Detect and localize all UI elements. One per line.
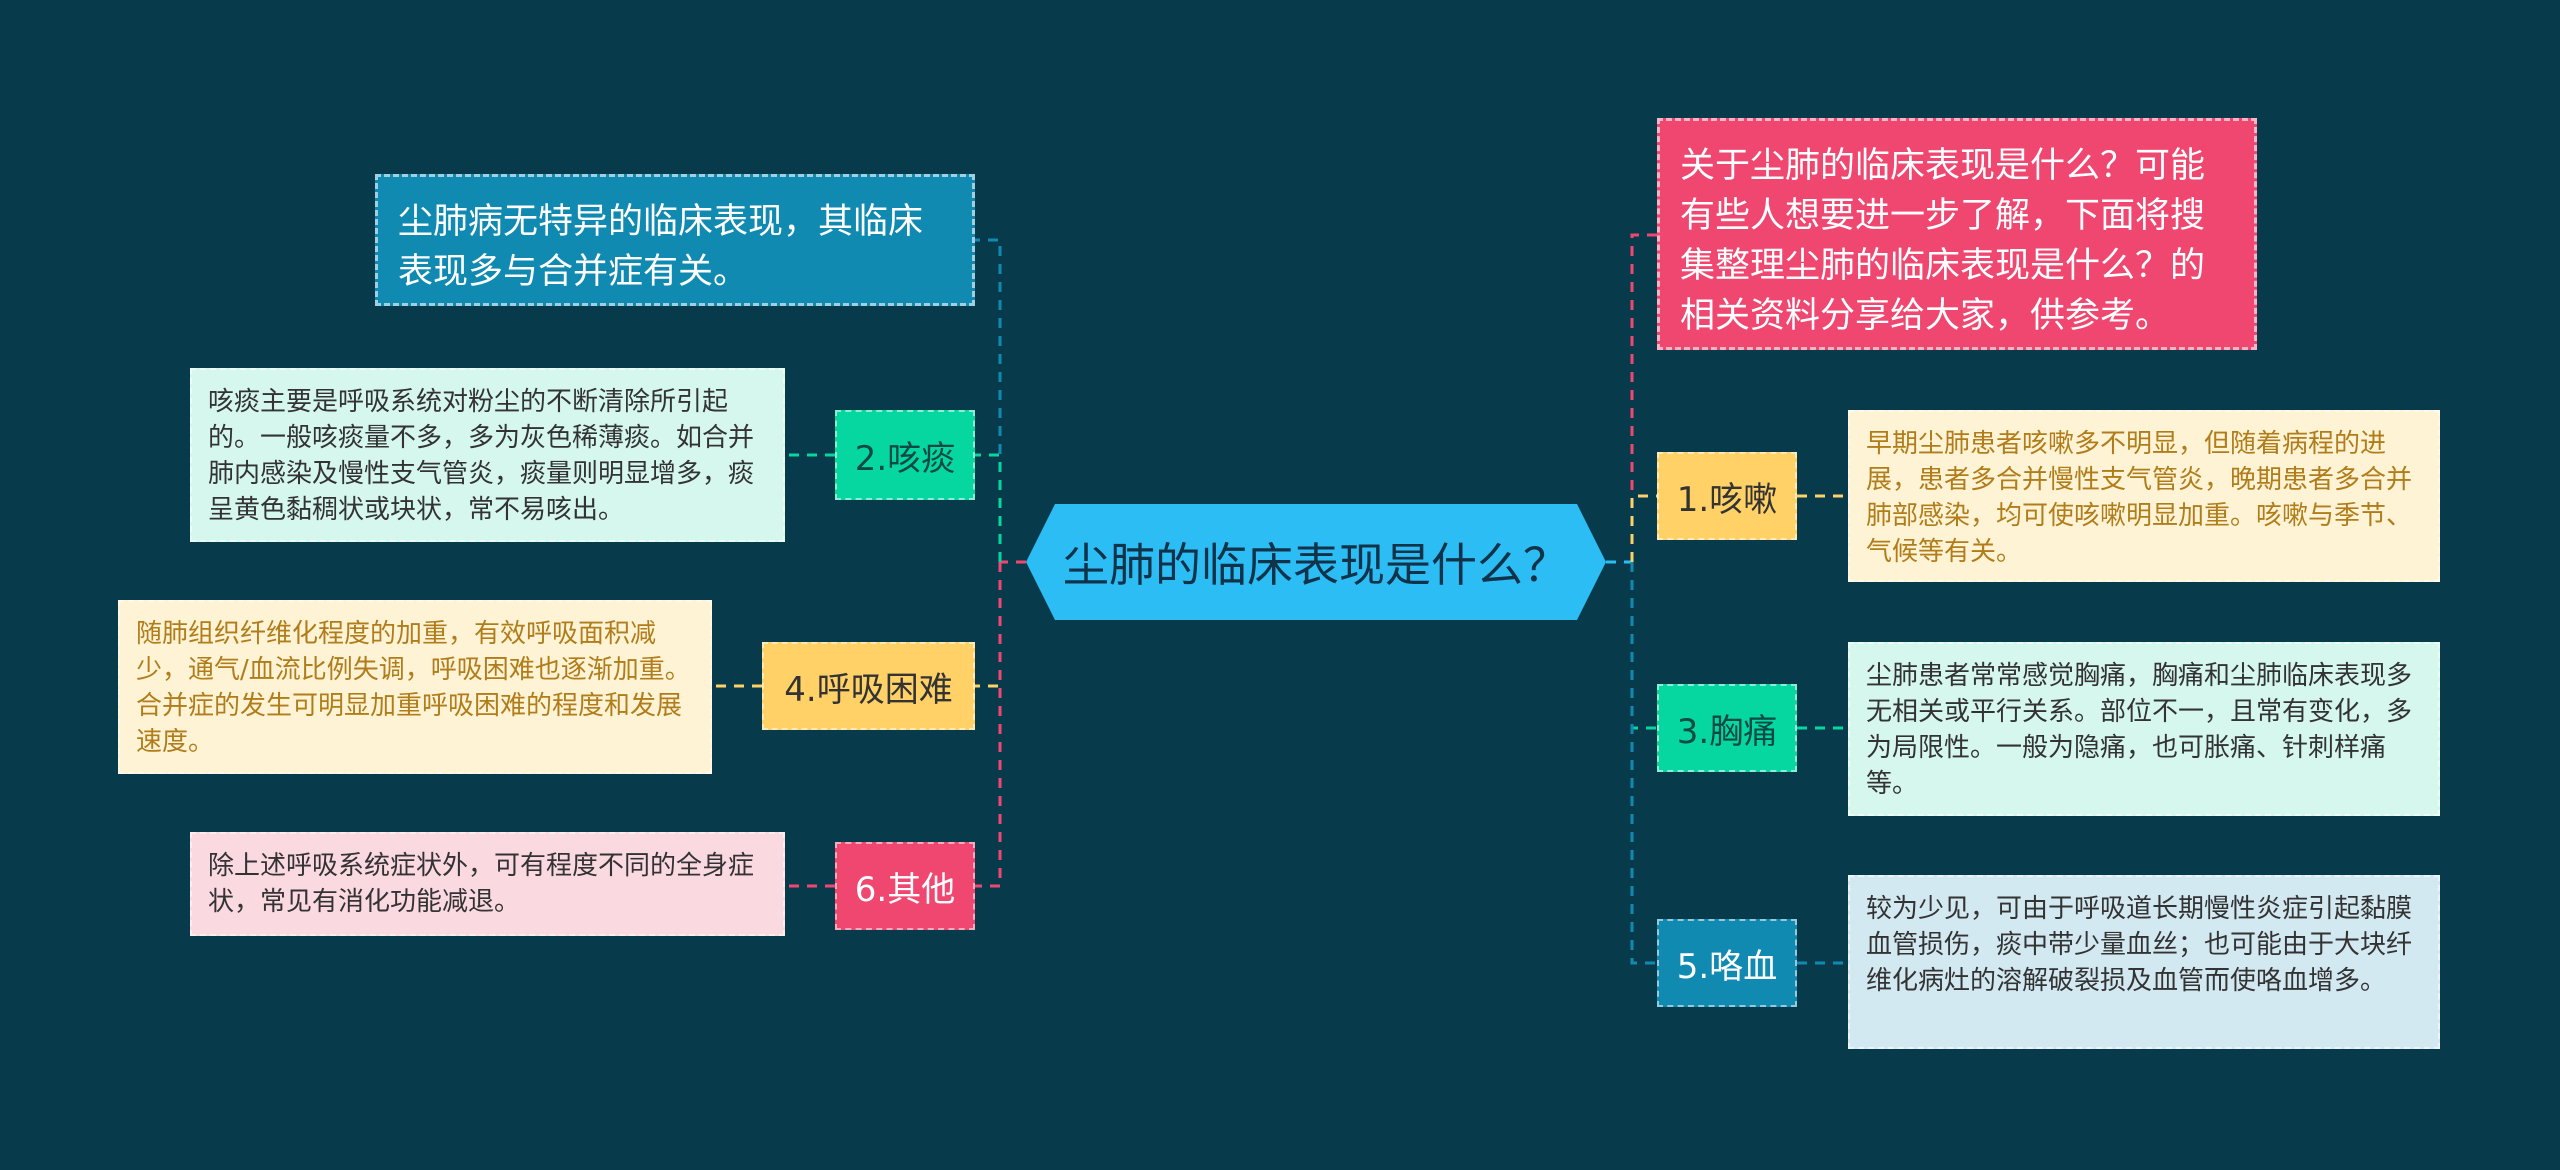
summary-note: 尘肺病无特异的临床表现，其临床表现多与合并症有关。 (375, 174, 975, 306)
branch-note-hemoptysis: 较为少见，可由于呼吸道长期慢性炎症引起黏膜血管损伤，痰中带少量血丝；也可能由于大… (1848, 875, 2440, 1049)
branch-note-other: 除上述呼吸系统症状外，可有程度不同的全身症状，常见有消化功能减退。 (190, 832, 785, 936)
branch-label-other[interactable]: 6.其他 (835, 842, 975, 930)
branch-label-dyspnea[interactable]: 4.呼吸困难 (762, 642, 975, 730)
branch-label-chest-pain[interactable]: 3.胸痛 (1657, 684, 1797, 772)
central-topic[interactable]: 尘肺的临床表现是什么？ (1026, 504, 1606, 620)
branch-note-cough: 早期尘肺患者咳嗽多不明显，但随着病程的进展，患者多合并慢性支气管炎，晚期患者多合… (1848, 410, 2440, 582)
branch-note-dyspnea: 随肺组织纤维化程度的加重，有效呼吸面积减少，通气/血流比例失调，呼吸困难也逐渐加… (118, 600, 712, 774)
branch-label-sputum[interactable]: 2.咳痰 (835, 410, 975, 500)
branch-label-cough[interactable]: 1.咳嗽 (1657, 452, 1797, 540)
branch-note-chest-pain: 尘肺患者常常感觉胸痛，胸痛和尘肺临床表现多无相关或平行关系。部位不一，且常有变化… (1848, 642, 2440, 816)
branch-label-hemoptysis[interactable]: 5.咯血 (1657, 919, 1797, 1007)
branch-note-sputum: 咳痰主要是呼吸系统对粉尘的不断清除所引起的。一般咳痰量不多，多为灰色稀薄痰。如合… (190, 368, 785, 542)
intro-note: 关于尘肺的临床表现是什么？可能有些人想要进一步了解，下面将搜集整理尘肺的临床表现… (1657, 118, 2257, 350)
